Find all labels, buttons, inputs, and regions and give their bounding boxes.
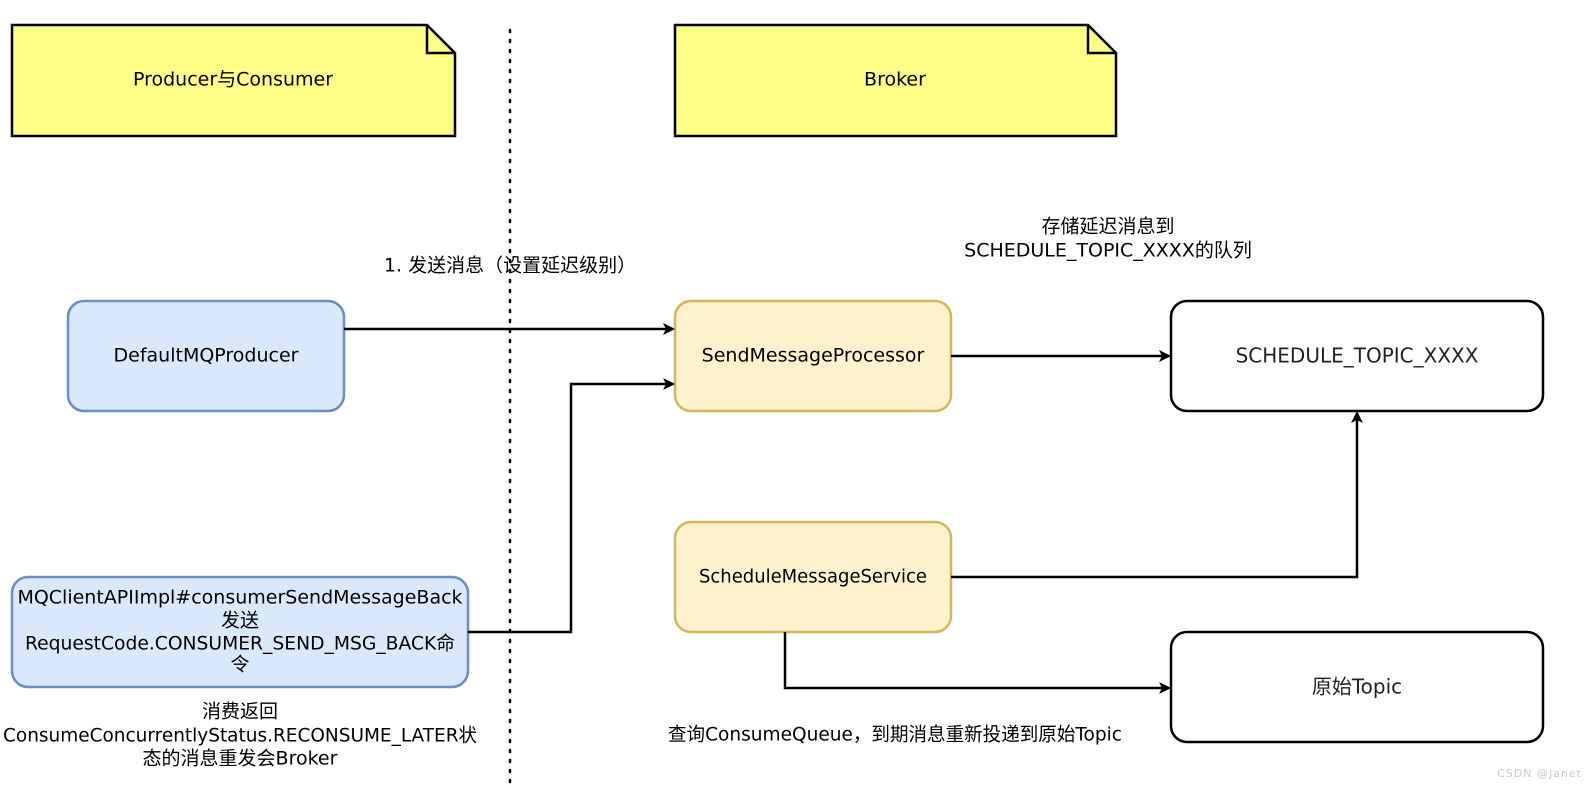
node-send-message-processor: SendMessageProcessor	[673, 299, 953, 413]
node-mq-client-api-line-4: 令	[230, 654, 249, 676]
edge-client-api-to-processor	[468, 378, 675, 634]
label-store-delay-line-1: 存储延迟消息到	[1041, 216, 1174, 238]
node-schedule-message-service-label: ScheduleMessageService	[699, 566, 927, 588]
note-producer-consumer: Producer与Consumer	[10, 23, 457, 138]
label-send-message: 1. 发送消息（设置延迟级别）	[384, 255, 636, 277]
node-schedule-message-service: ScheduleMessageService	[673, 520, 953, 634]
node-origin-topic: 原始Topic	[1169, 630, 1545, 744]
node-schedule-topic-label: SCHEDULE_TOPIC_XXXX	[1236, 344, 1479, 368]
edge-schedule-service-to-origin-topic	[783, 632, 1171, 694]
label-consume-return-line-2: ConsumeConcurrentlyStatus.RECONSUME_LATE…	[3, 725, 477, 747]
note-producer-consumer-label: Producer与Consumer	[133, 69, 333, 91]
label-query-queue: 查询ConsumeQueue，到期消息重新投递到原始Topic	[668, 724, 1122, 746]
node-default-mq-producer-label: DefaultMQProducer	[114, 345, 299, 367]
node-origin-topic-label: 原始Topic	[1312, 675, 1402, 699]
node-send-message-processor-label: SendMessageProcessor	[702, 345, 925, 367]
label-consume-return-line-1: 消费返回	[202, 701, 278, 723]
node-schedule-topic: SCHEDULE_TOPIC_XXXX	[1169, 299, 1545, 413]
label-consume-return-line-3: 态的消息重发会Broker	[143, 748, 338, 770]
node-mq-client-api-line-2: 发送	[221, 610, 259, 632]
note-broker: Broker	[673, 23, 1118, 138]
note-broker-label: Broker	[864, 69, 926, 91]
node-mq-client-api-line-1: MQClientAPIImpl#consumerSendMessageBack	[17, 587, 462, 609]
label-store-delay-line-2: SCHEDULE_TOPIC_XXXX的队列	[964, 240, 1252, 262]
node-default-mq-producer: DefaultMQProducer	[66, 299, 346, 413]
edge-schedule-service-to-schedule-topic	[951, 411, 1363, 579]
node-mq-client-api-line-3: RequestCode.CONSUMER_SEND_MSG_BACK命	[25, 633, 455, 655]
watermark: CSDN @Janet	[1497, 767, 1582, 780]
node-mq-client-api: MQClientAPIImpl#consumerSendMessageBack …	[10, 575, 470, 689]
